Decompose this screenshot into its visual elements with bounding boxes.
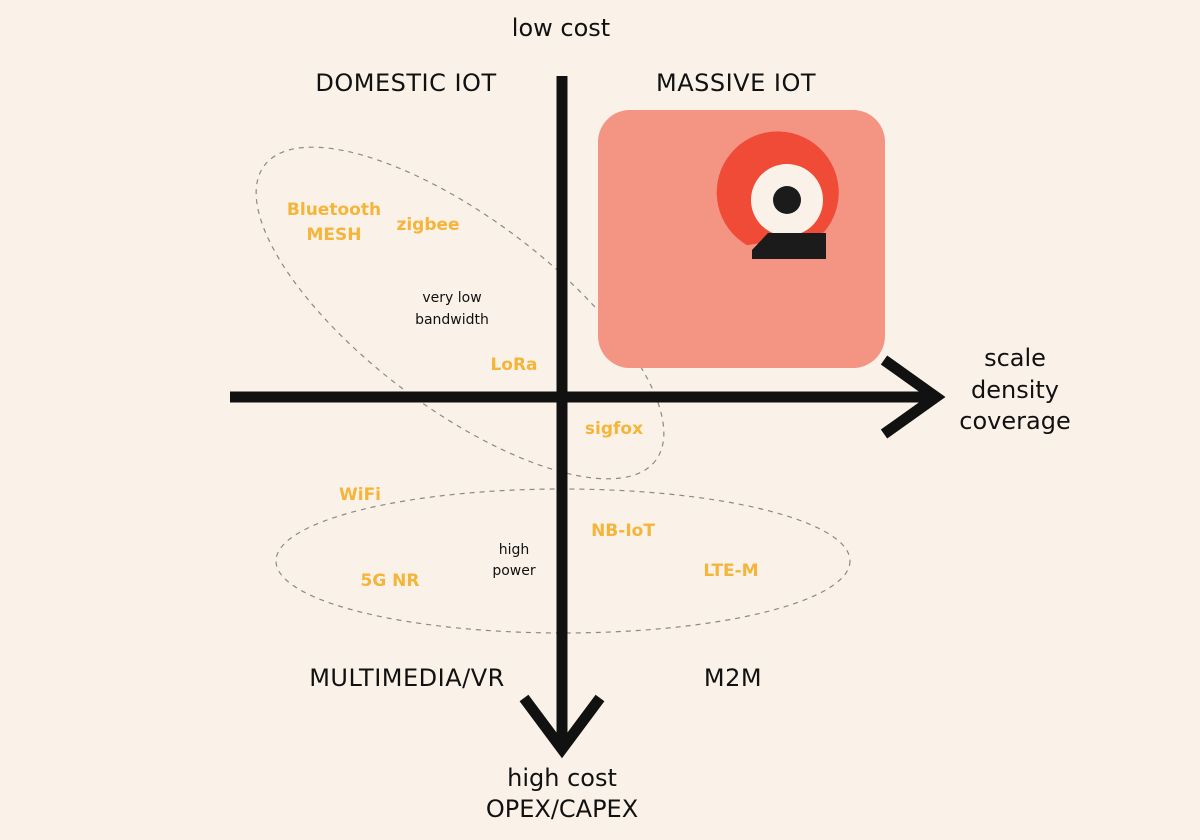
tech-label-5g-nr: 5G NR xyxy=(360,571,419,591)
axis-label-scale: scale xyxy=(984,344,1046,372)
axis-label-coverage: coverage xyxy=(959,407,1070,435)
quadrant-title-multimedia-vr: MULTIMEDIA/VR xyxy=(309,664,505,692)
axis-label-opex-capex: OPEX/CAPEX xyxy=(486,795,638,823)
horizontal-axis-arrowhead xyxy=(880,355,946,439)
tech-label-mesh: MESH xyxy=(306,225,361,245)
axis-label-high-cost: high cost xyxy=(507,764,617,792)
tech-label-nb-iot: NB-IoT xyxy=(591,521,655,541)
note-high: high xyxy=(499,542,530,558)
note-very-low: very low xyxy=(422,290,481,306)
quadrant-title-domestic-iot: DOMESTIC IOT xyxy=(315,69,496,97)
vertical-axis-arrowhead xyxy=(519,694,605,759)
tech-label-sigfox: sigfox xyxy=(585,419,643,439)
low-bandwidth-cluster-outline xyxy=(255,146,665,480)
quadrant-title-massive-iot: MASSIVE IOT xyxy=(656,69,816,97)
axis-label-density: density xyxy=(971,376,1059,404)
tech-label-lte-m: LTE-M xyxy=(703,561,758,581)
tech-label-bluetooth: Bluetooth xyxy=(287,200,381,220)
tech-label-lora: LoRa xyxy=(490,355,537,375)
tech-label-wifi: WiFi xyxy=(339,485,381,505)
brand-logo-icon xyxy=(716,131,839,259)
note-power: power xyxy=(492,563,536,579)
note-bandwidth: bandwidth xyxy=(415,312,489,328)
quadrant-title-m2m: M2M xyxy=(704,664,762,692)
tech-label-zigbee: zigbee xyxy=(396,215,459,235)
axis-label-low-cost: low cost xyxy=(512,14,610,42)
